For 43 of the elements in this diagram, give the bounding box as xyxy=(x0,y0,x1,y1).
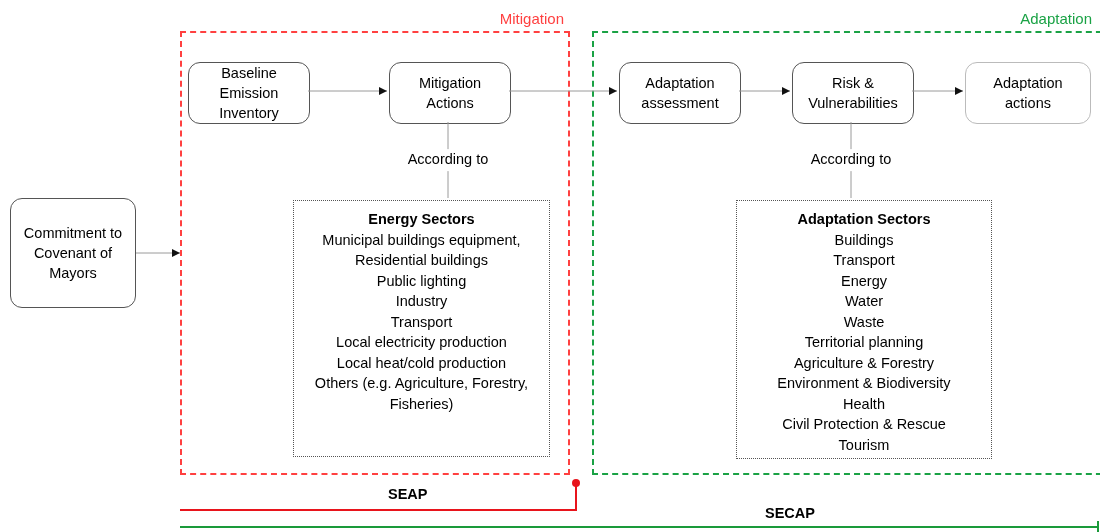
list-item: Energy xyxy=(840,271,888,291)
list-item: Tourism xyxy=(837,435,891,455)
list-item: Public lighting xyxy=(375,271,468,291)
box-label: Mitigation Actions xyxy=(417,74,483,113)
list-item: Others (e.g. Agriculture, Forestry, Fisheries) xyxy=(313,374,530,414)
box-label: Baseline Emission Inventory xyxy=(218,64,280,123)
box-label: Commitment to Covenant of Mayors xyxy=(22,224,124,283)
list-item: Territorial planning xyxy=(803,333,925,352)
sector-list-box xyxy=(293,200,550,457)
list-item: Local electricity production xyxy=(335,333,508,352)
arrow xyxy=(135,249,181,257)
sector-list-box xyxy=(736,200,992,459)
list-item: Civil Protection & Rescue xyxy=(781,415,947,434)
list-heading: Energy Sectors xyxy=(368,210,475,229)
process-box xyxy=(619,62,741,124)
list-heading: Adaptation Sectors xyxy=(797,210,931,229)
process-box xyxy=(10,198,136,308)
list-item: Waste xyxy=(842,312,886,332)
process-box xyxy=(389,62,511,124)
list-item: Local heat/cold production xyxy=(335,353,508,373)
group-heading: Adaptation xyxy=(1020,9,1092,29)
box-label: Risk & Vulnerabilities xyxy=(807,74,899,113)
process-box xyxy=(965,62,1091,124)
list-item: Buildings xyxy=(833,230,895,250)
arrow xyxy=(911,87,964,95)
list-item: Water xyxy=(843,292,885,311)
group-heading: Mitigation xyxy=(499,9,564,29)
span-label: SECAP xyxy=(765,504,815,523)
list-item: Transport xyxy=(832,251,896,270)
arrow xyxy=(508,87,618,95)
list-item: Agriculture & Forestry xyxy=(792,353,936,373)
arrow xyxy=(738,87,791,95)
list-item: Health xyxy=(842,394,886,414)
list-item: Municipal buildings equipment, Residential buildings xyxy=(321,230,522,270)
process-box xyxy=(792,62,914,124)
arrow xyxy=(307,87,388,95)
span-label: SEAP xyxy=(388,485,428,504)
box-label: Adaptation assessment xyxy=(640,74,720,113)
process-box xyxy=(188,62,310,124)
list-item: Environment & Biodiversity xyxy=(776,374,952,393)
list-item: Industry xyxy=(394,292,449,311)
list-item: Transport xyxy=(389,312,454,332)
box-label: Adaptation actions xyxy=(992,74,1064,113)
